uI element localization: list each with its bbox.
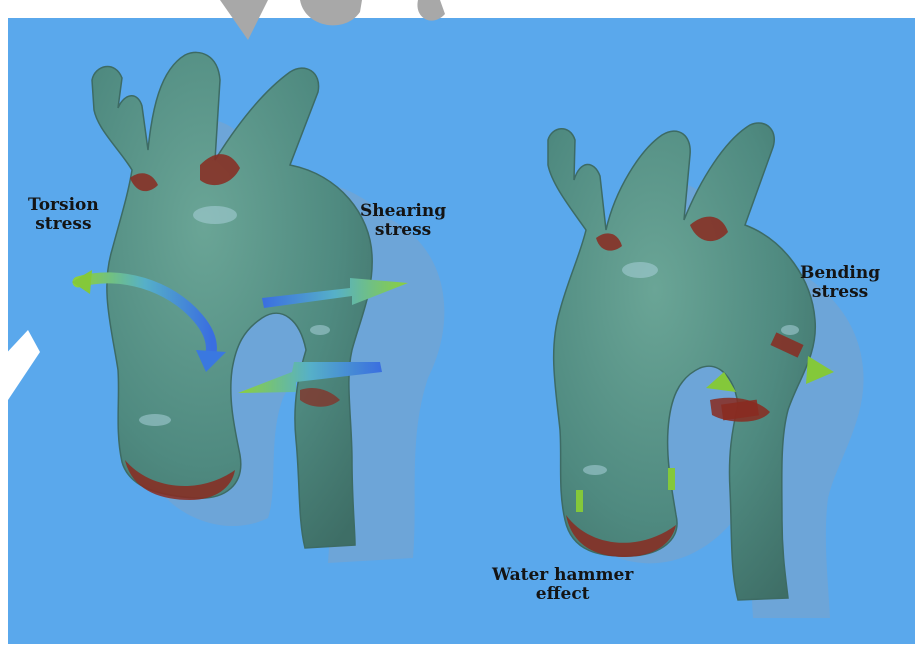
torsion-label-line1: Torsion (28, 196, 99, 215)
water-hammer-label-line2: effect (492, 585, 633, 604)
torsion-label-line2: stress (28, 215, 99, 234)
shearing-label-line1: Shearing (360, 202, 446, 221)
right-highlight-2 (583, 465, 607, 475)
bending-stress-label: Bending stress (800, 264, 880, 302)
shearing-label-line2: stress (360, 221, 446, 240)
torsion-stress-label: Torsion stress (28, 196, 99, 234)
right-highlight-3 (781, 325, 799, 335)
left-highlight-3 (310, 325, 330, 335)
water-hammer-arrow-right (668, 468, 675, 490)
water-hammer-label: Water hammer effect (492, 566, 633, 604)
bending-label-line2: stress (800, 283, 880, 302)
left-highlight-2 (139, 414, 171, 426)
water-hammer-label-line1: Water hammer (492, 566, 633, 585)
right-highlight-1 (622, 262, 658, 278)
shearing-stress-label: Shearing stress (360, 202, 446, 240)
left-highlight-1 (193, 206, 237, 224)
water-hammer-arrow-left (576, 490, 583, 512)
bending-label-line1: Bending (800, 264, 880, 283)
watermark-top-cover (0, 0, 915, 18)
